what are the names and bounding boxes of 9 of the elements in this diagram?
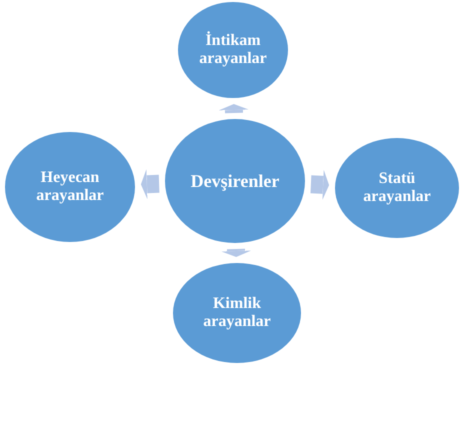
node-label: Statü arayanlar xyxy=(362,170,432,206)
block-arrow xyxy=(310,170,330,200)
block-arrow xyxy=(221,248,252,258)
block-arrow xyxy=(140,169,160,200)
block-arrow xyxy=(218,104,249,114)
node-label: Kimlik arayanlar xyxy=(202,294,272,332)
node-label: İntikam arayanlar xyxy=(198,32,268,68)
node-label: Devşirenler xyxy=(190,170,280,192)
node-label: Heyecan arayanlar xyxy=(35,168,105,206)
